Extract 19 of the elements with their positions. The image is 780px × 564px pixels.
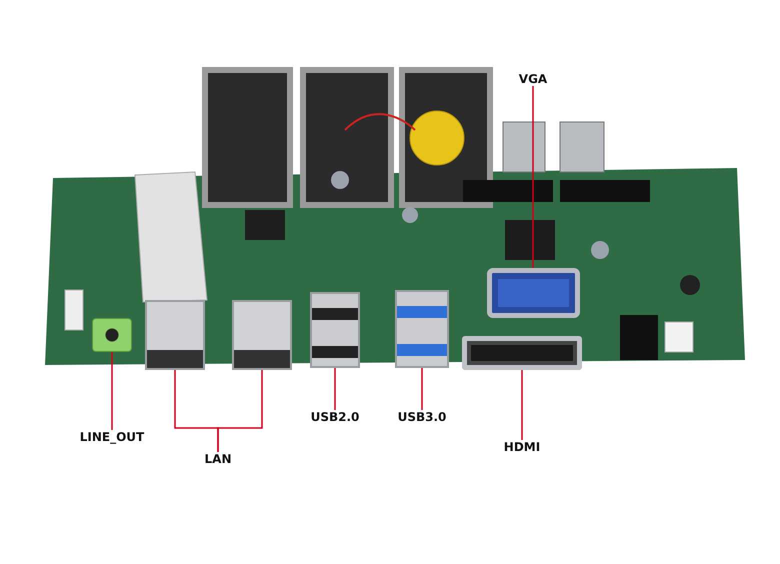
usb-port [310,292,360,368]
ethernet-port [232,300,292,370]
callout-label: LAN [204,452,232,466]
leader-line [421,368,423,410]
leader-line [521,370,523,440]
callout-label: VGA [518,72,548,86]
leader-line [532,86,534,268]
ethernet-port [145,300,205,370]
usb-port [395,290,449,368]
callout-label: USB2.0 [310,410,360,424]
callout-label: HDMI [504,440,540,454]
hdmi-port [462,336,582,370]
callout-label: USB3.0 [398,410,446,424]
vga-port [487,268,580,318]
callout-label: LINE_OUT [80,430,144,444]
leader-line [334,368,336,410]
leader-line [111,352,113,430]
audio-jack [92,318,132,352]
leader-line [217,370,263,452]
